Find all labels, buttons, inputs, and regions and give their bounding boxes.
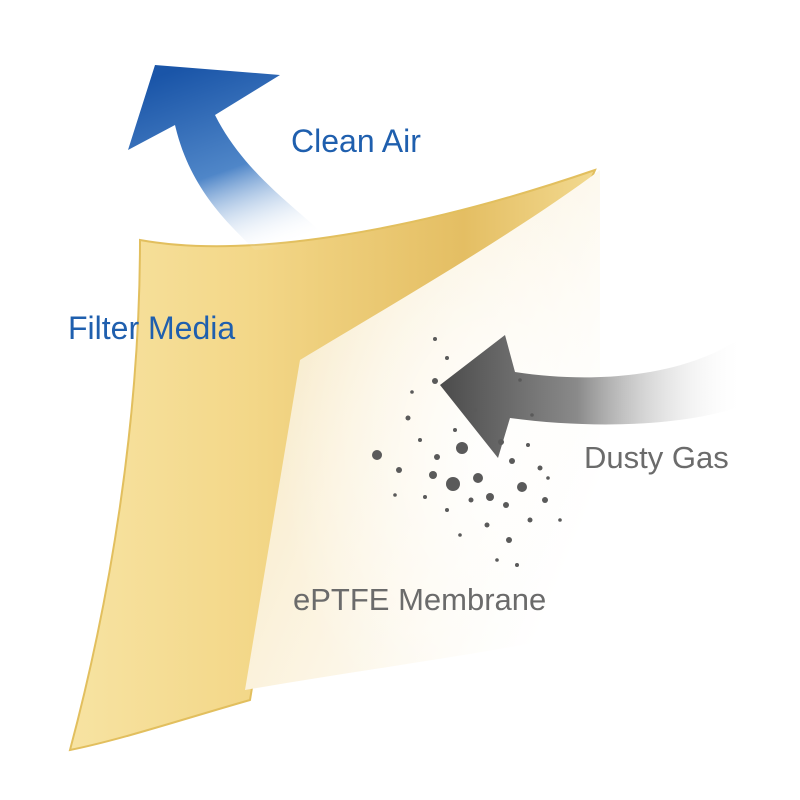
dust-particles (372, 337, 562, 567)
clean-air-arrow-icon (128, 65, 335, 250)
eptfe-membrane-label: ePTFE Membrane (293, 582, 547, 617)
dusty-gas-label: Dusty Gas (584, 440, 729, 475)
dusty-gas-arrow-icon (440, 335, 745, 458)
filter-media-label: Filter Media (68, 310, 236, 346)
clean-air-label: Clean Air (291, 123, 421, 159)
